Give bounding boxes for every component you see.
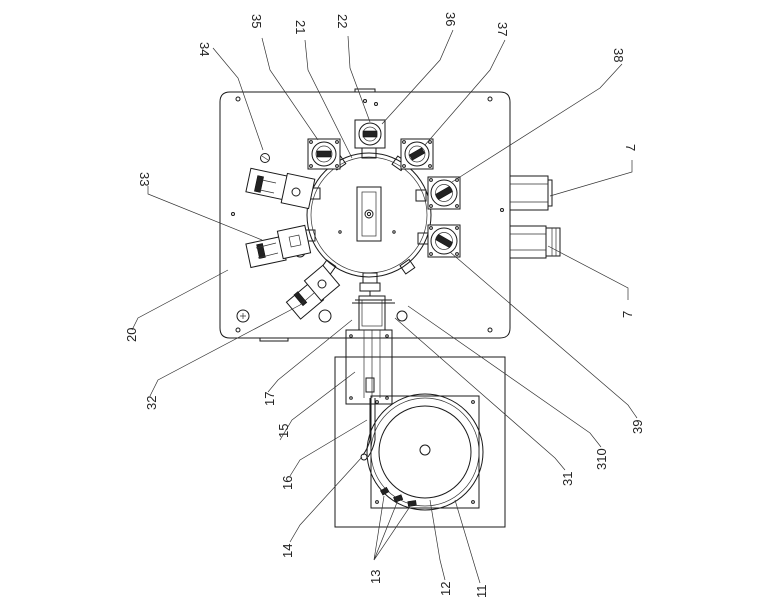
label-15: 15 <box>276 424 291 438</box>
station-block-33 <box>245 224 312 269</box>
station-block-32 <box>285 264 341 320</box>
station-motor-37 <box>400 138 434 170</box>
feeder-base-plate <box>334 356 506 528</box>
label-16: 16 <box>280 476 295 490</box>
label-35: 35 <box>249 14 264 28</box>
label-22: 22 <box>335 14 350 28</box>
label-21: 21 <box>293 20 308 34</box>
station-block-34 <box>245 167 316 210</box>
label-7-upper: 7 <box>623 144 638 151</box>
label-11: 11 <box>474 585 489 599</box>
label-17: 17 <box>262 392 277 406</box>
label-20: 20 <box>124 328 139 342</box>
label-33: 33 <box>137 172 152 186</box>
station-motor-38 <box>427 176 461 210</box>
label-36: 36 <box>443 12 458 26</box>
cylinder-lower <box>509 225 561 259</box>
label-31: 31 <box>560 472 575 486</box>
cylinder-upper <box>509 175 553 211</box>
feed-rail-bracket <box>345 282 395 405</box>
label-32: 32 <box>144 396 159 410</box>
base-plate <box>219 88 511 342</box>
label-310: 310 <box>594 448 609 470</box>
label-39: 39 <box>630 420 645 434</box>
feed-chute <box>360 398 376 461</box>
station-motor-22 <box>354 119 386 149</box>
station-motor-39 <box>427 224 461 258</box>
label-14: 14 <box>280 544 295 558</box>
vibratory-bowl-feeder <box>366 393 484 511</box>
label-37: 37 <box>495 22 510 36</box>
part-labels: 34 35 21 22 36 37 38 7 33 20 7 32 17 15 … <box>124 12 645 598</box>
label-34: 34 <box>197 42 212 56</box>
leader-lines <box>131 29 638 584</box>
label-13: 13 <box>368 570 383 584</box>
label-7-lower: 7 <box>620 311 635 318</box>
station-motor-35 <box>307 138 341 170</box>
label-12: 12 <box>438 582 453 596</box>
label-38: 38 <box>611 48 626 62</box>
